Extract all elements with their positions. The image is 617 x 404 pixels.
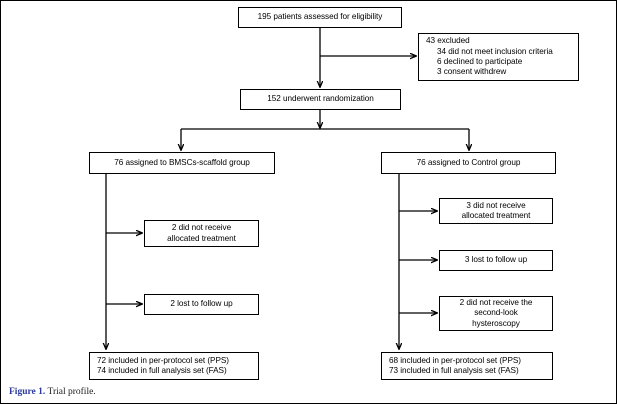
- box-bmscs-analysis-line-2: 74 included in full analysis set (FAS): [97, 366, 227, 375]
- box-excluded-line-3: 6 declined to participate: [437, 57, 523, 66]
- box-bmscs-analysis-sets: 72 included in per-protocol set (PPS) 74…: [89, 352, 259, 380]
- box-excluded-line-2: 34 did not meet inclusion criteria: [437, 46, 553, 56]
- box-bmscs-lost-to-follow-up: 2 lost to follow up: [144, 294, 259, 315]
- box-control-analysis-line-1: 68 included in per-protocol set (PPS): [389, 355, 521, 365]
- box-arm-bmscs-scaffold: 76 assigned to BMSCs-scaffold group: [89, 152, 275, 174]
- box-randomization-line-1: 152 underwent randomization: [267, 94, 374, 104]
- box-control-no-hysteroscopy-line-1: 2 did not receive the: [459, 297, 533, 307]
- box-arm-bmscs-line-1: 76 assigned to BMSCs-scaffold group: [114, 157, 250, 167]
- figure-caption: Figure 1. Trial profile.: [9, 386, 96, 398]
- box-bmscs-no-allocated-treatment: 2 did not receive allocated treatment: [144, 220, 259, 247]
- box-bmscs-lost-line-1: 2 lost to follow up: [170, 299, 233, 309]
- box-excluded-line-4: 3 consent withdrew: [437, 67, 507, 77]
- box-control-no-hysteroscopy-line-2: second-look: [474, 308, 518, 318]
- box-bmscs-no-treatment-line-1: 2 did not receive: [171, 223, 232, 233]
- box-control-no-treatment-line-1: 3 did not receive: [466, 200, 526, 210]
- box-excluded: 43 excluded 34 did not meet inclusion cr…: [418, 33, 579, 81]
- box-control-no-second-look-hysteroscopy: 2 did not receive the second-look hyster…: [439, 296, 553, 331]
- box-enrollment-line-1: 195 patients assessed for eligibility: [257, 12, 383, 22]
- box-arm-control-line-1: 76 assigned to Control group: [416, 157, 521, 167]
- box-randomization: 152 underwent randomization: [240, 89, 401, 110]
- box-bmscs-analysis-line-1: 72 included in per-protocol set (PPS): [97, 355, 229, 365]
- box-control-analysis-sets: 68 included in per-protocol set (PPS) 73…: [381, 352, 553, 380]
- box-control-no-treatment-line-2: allocated treatment: [461, 211, 531, 220]
- box-control-lost-line-1: 3 lost to follow up: [464, 255, 528, 265]
- box-control-analysis-line-2: 73 included in full analysis set (FAS): [389, 366, 519, 375]
- box-bmscs-no-treatment-line-2: allocated treatment: [167, 233, 236, 243]
- figure-caption-label: Figure 1.: [9, 387, 46, 397]
- box-control-lost-to-follow-up: 3 lost to follow up: [439, 250, 553, 271]
- box-excluded-line-1: 43 excluded: [426, 36, 470, 46]
- box-arm-control: 76 assigned to Control group: [381, 152, 556, 174]
- box-enrollment: 195 patients assessed for eligibility: [238, 7, 402, 28]
- box-control-no-hysteroscopy-line-3: hysteroscopy: [472, 318, 520, 328]
- figure-caption-text: Trial profile.: [47, 387, 96, 397]
- box-control-no-allocated-treatment: 3 did not receive allocated treatment: [439, 198, 553, 224]
